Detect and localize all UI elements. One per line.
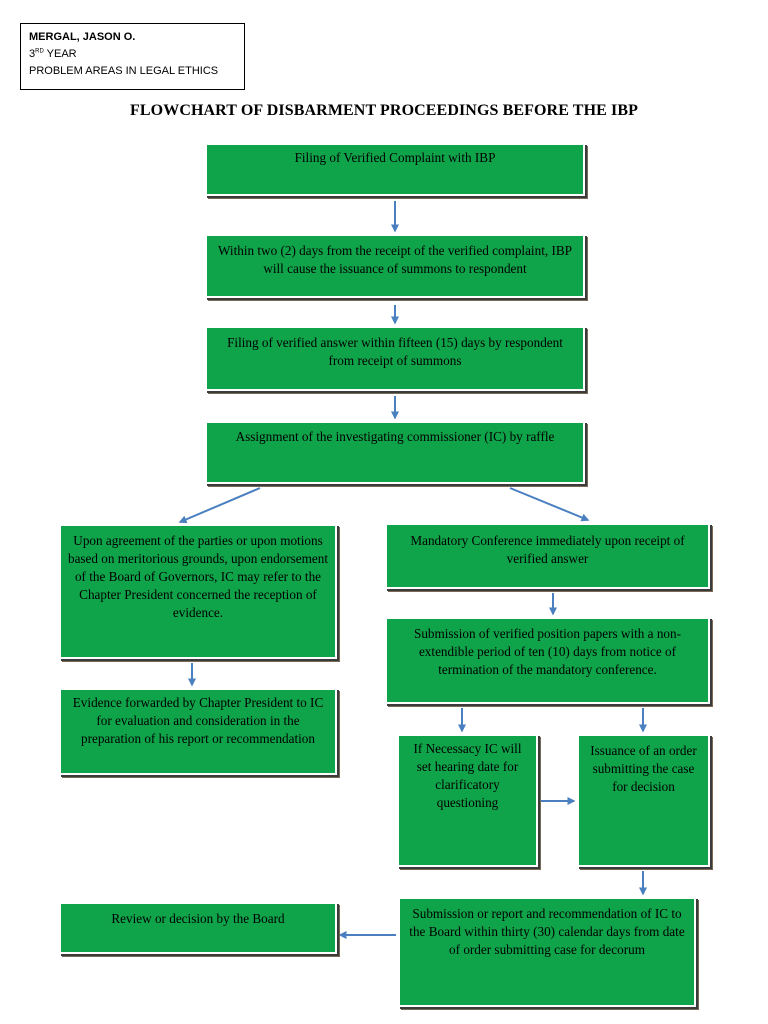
author-name: MERGAL, JASON O. [29,31,136,43]
arrow-assignment-to-agreement [178,487,261,524]
author-info-box: MERGAL, JASON O. 3RD YEAR PROBLEM AREAS … [20,23,245,90]
page-title: FLOWCHART OF DISBARMENT PROCEEDINGS BEFO… [130,102,638,119]
node-order-submitting-case: Issuance of an order submitting the case… [577,734,710,867]
node-board-review: Review or decision by the Board [59,902,337,954]
node-issuance-of-summons: Within two (2) days from the receipt of … [205,234,585,298]
node-assignment-ic: Assignment of the investigating commissi… [205,421,585,484]
node-clarificatory-hearing: If Necessacy IC will set hearing date fo… [397,734,538,867]
node-filing-complaint: Filing of Verified Complaint with IBP [205,143,585,196]
node-mandatory-conference: Mandatory Conference immediately upon re… [385,523,710,589]
author-year: 3RD YEAR [29,48,77,60]
node-agreement-referral: Upon agreement of the parties or upon mo… [59,524,337,659]
node-evidence-forwarded: Evidence forwarded by Chapter President … [59,688,337,775]
arrow-assignment-to-conference [509,487,590,522]
node-position-papers: Submission of verified position papers w… [385,617,710,704]
course-subject: PROBLEM AREAS IN LEGAL ETHICS [29,65,219,77]
node-filing-answer: Filing of verified answer within fifteen… [205,326,585,391]
node-report-recommendation: Submission or report and recommendation … [398,897,696,1007]
